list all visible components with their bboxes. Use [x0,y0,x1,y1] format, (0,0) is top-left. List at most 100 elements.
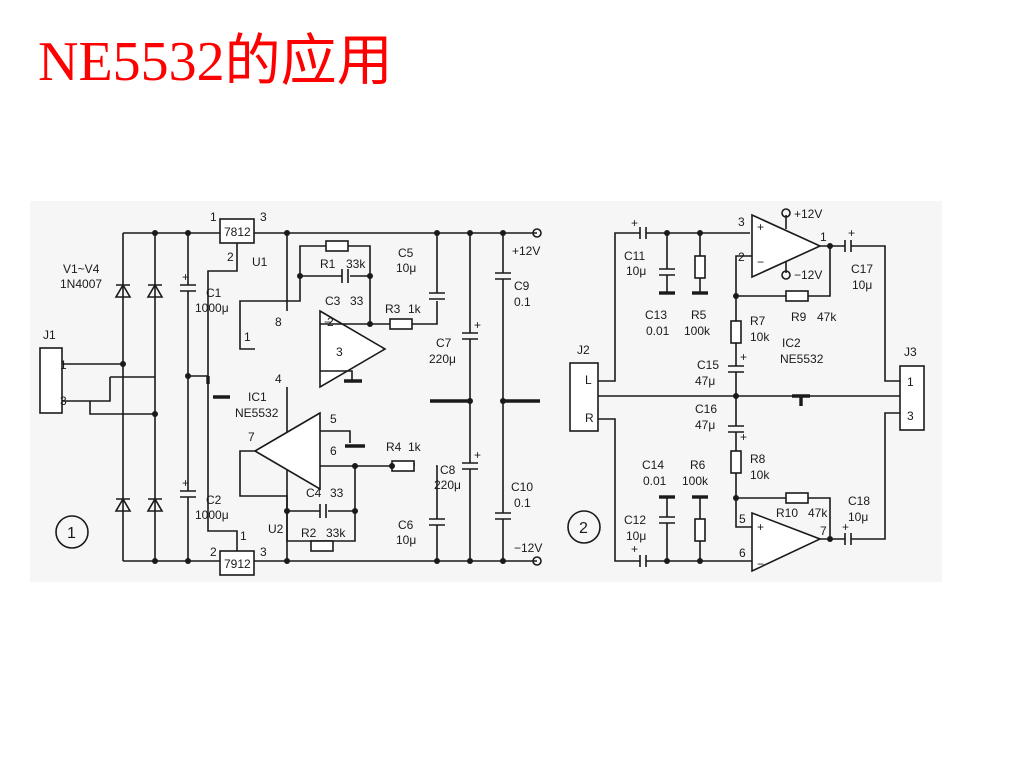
label-c5-val: 10μ [396,261,416,275]
connector-j3 [899,365,925,431]
diode-bridge [114,283,164,512]
junction-dot [467,558,473,564]
junction-dot [120,361,126,367]
label-j3: J3 [904,345,917,359]
cap-c13 [659,233,675,293]
resistor-r1 [325,240,349,252]
label-r6-val: 100k [682,474,709,488]
junction-dot [467,398,473,404]
circuit-number: 1 [67,525,76,542]
label-r9-val: 47k [817,310,837,324]
rail-wires [123,232,220,562]
label-c18: C18 [848,494,870,508]
terminal-vpos [532,228,542,238]
label-r1: R1 [320,257,336,271]
label-c16: C16 [695,402,717,416]
minus-sign: − [757,557,764,571]
junction-dot [352,463,358,469]
pin-label: 3 [260,545,267,559]
label-u2: U2 [268,522,284,536]
feedback-loop-upper [735,245,831,321]
polarity-plus: + [631,542,638,556]
junction-dot [467,230,473,236]
label-j1: J1 [43,328,56,342]
pin-label: 6 [330,444,337,458]
label-c12: C12 [624,513,646,527]
label-c8: C8 [440,463,456,477]
label-c9: C9 [514,279,530,293]
wire [370,233,438,325]
diode-icon [146,497,164,512]
terminal-vneg [532,556,542,566]
label-c17: C17 [851,262,873,276]
label-r8-val: 10k [750,468,770,482]
circuit-number: 2 [579,520,588,537]
junction-dot [434,230,440,236]
label-j2-l: L [585,373,592,387]
label-r1-val: 33k [346,257,366,271]
label-r10: R10 [776,506,798,520]
label-c10-val: 0.1 [514,496,531,510]
circuit-1-power-supply: J1 1 3 V1~V4 1N4007 + + C1 1000μ C2 [39,210,542,576]
cap-c5 [429,292,445,300]
junction-dot [152,558,158,564]
junction-dot [284,230,290,236]
junction-dot [733,293,739,299]
junction-dot [185,230,191,236]
feedback-loop-lower [239,450,356,542]
label-c6-val: 10μ [396,533,416,547]
label-c1: C1 [206,286,222,300]
label-c14: C14 [642,458,664,472]
label-j3-pin3: 3 [907,409,914,423]
label-vpos: +12V [794,207,822,221]
pin-label: 2 [227,250,234,264]
opamp-ic1-b [253,411,321,491]
polarity-plus: + [848,226,855,240]
label-c14-val: 0.01 [643,474,667,488]
label-c11-val: 10μ [626,264,646,278]
label-r3: R3 [385,302,401,316]
label-c6: C6 [398,518,414,532]
resistor-r2 [310,540,334,552]
junction-dot [152,411,158,417]
label-c9-val: 0.1 [514,295,531,309]
terminal-vneg [781,270,791,280]
label-j1-pin1: 1 [60,358,67,372]
cap-c4 [287,504,355,518]
diode-icon [114,283,132,298]
wire [207,376,238,551]
label-ic1: IC1 [248,390,267,404]
label-r5: R5 [691,308,707,322]
label-c5: C5 [398,246,414,260]
label-j2: J2 [577,343,590,357]
pin-label: 6 [739,546,746,560]
label-r10-val: 47k [808,506,828,520]
junction-dot [500,230,506,236]
label-r6: R6 [690,458,706,472]
label-c17-val: 10μ [852,278,872,292]
resistor-r4 [391,460,415,472]
resistor-r10 [785,492,809,504]
pin-label: 5 [739,512,746,526]
pin-label: 4 [275,372,282,386]
junction-dot [152,230,158,236]
pin-label: 2 [210,545,217,559]
label-c3-val: 33 [350,294,364,308]
label-c4-val: 33 [330,486,344,500]
label-c15-val: 47μ [695,374,715,388]
label-c2: C2 [206,493,222,507]
resistor-r6 [694,518,706,542]
polarity-plus: + [631,216,638,230]
cap-c3 [300,269,370,283]
polarity-plus: + [474,318,481,332]
label-c12-val: 10μ [626,529,646,543]
feedback-loop-upper [239,245,371,350]
label-vpos: +12V [512,244,540,258]
label-c2-val: 1000μ [195,508,229,522]
pin-label: 5 [330,412,337,426]
label-c3: C3 [325,294,341,308]
slide-title: NE5532的应用 [38,31,393,93]
circuit-diagram: J1 1 3 V1~V4 1N4007 + + C1 1000μ C2 [30,201,942,582]
label-ic1-type: NE5532 [235,406,279,420]
label-r4: R4 [386,440,402,454]
